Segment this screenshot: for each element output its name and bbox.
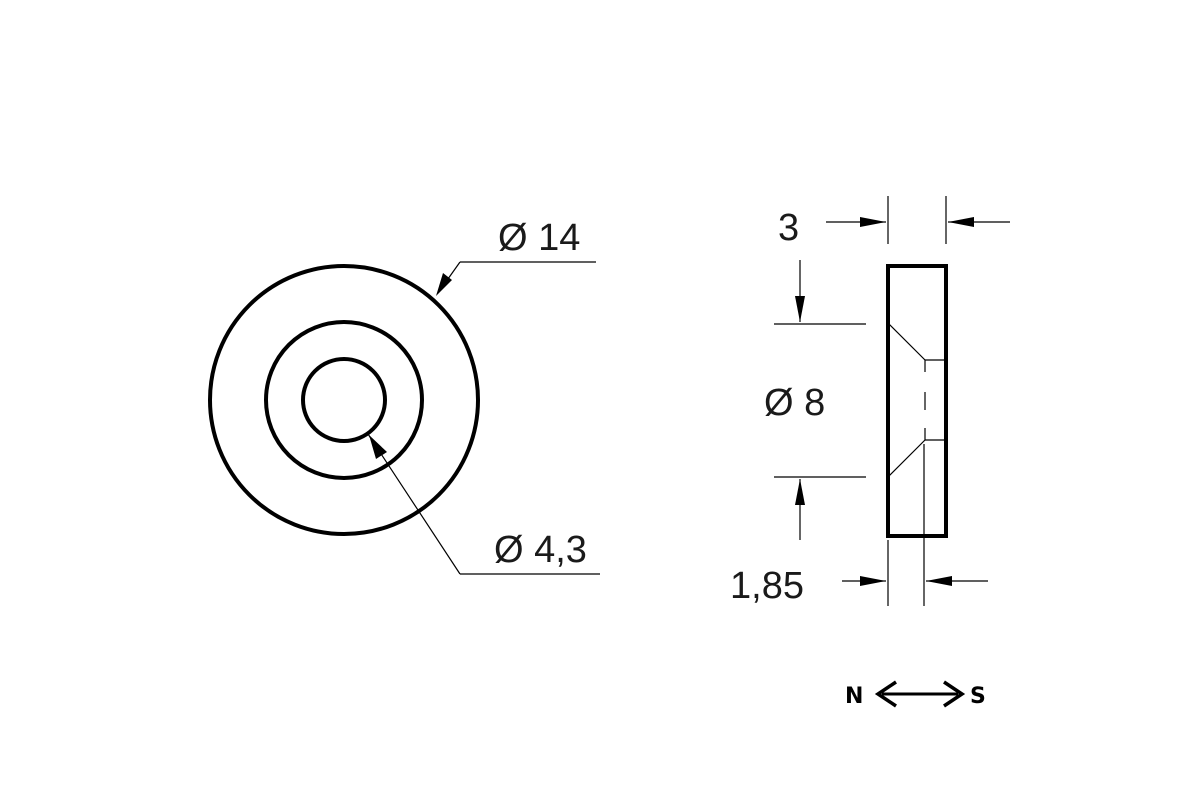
countersink-diameter-dimension [774,260,866,540]
outer-diameter-label: Ø 14 [498,217,580,259]
countersink-circle [264,320,424,480]
hole-diameter-leader [367,433,600,575]
double-arrow-icon [874,680,966,708]
outer-circle [208,264,480,536]
north-pole-label: N [845,684,863,709]
front-view: Ø 14 Ø 4,3 [208,217,600,575]
cylindrical-depth-label: 1,85 [730,565,804,607]
countersink-profile [888,323,945,477]
south-pole-label: S [970,684,986,709]
hole-circle [301,357,387,443]
magnet-section [886,264,948,538]
outer-diameter-leader [436,261,596,296]
hole-diameter-label: Ø 4,3 [494,529,587,571]
side-view: 3 Ø 8 1,85 [730,196,1010,607]
magnetization-indicator: N S [845,680,986,709]
thickness-label: 3 [778,207,799,249]
thickness-dimension [826,196,1010,244]
countersink-diameter-label: Ø 8 [764,382,825,424]
cylindrical-depth-dimension [842,444,988,606]
